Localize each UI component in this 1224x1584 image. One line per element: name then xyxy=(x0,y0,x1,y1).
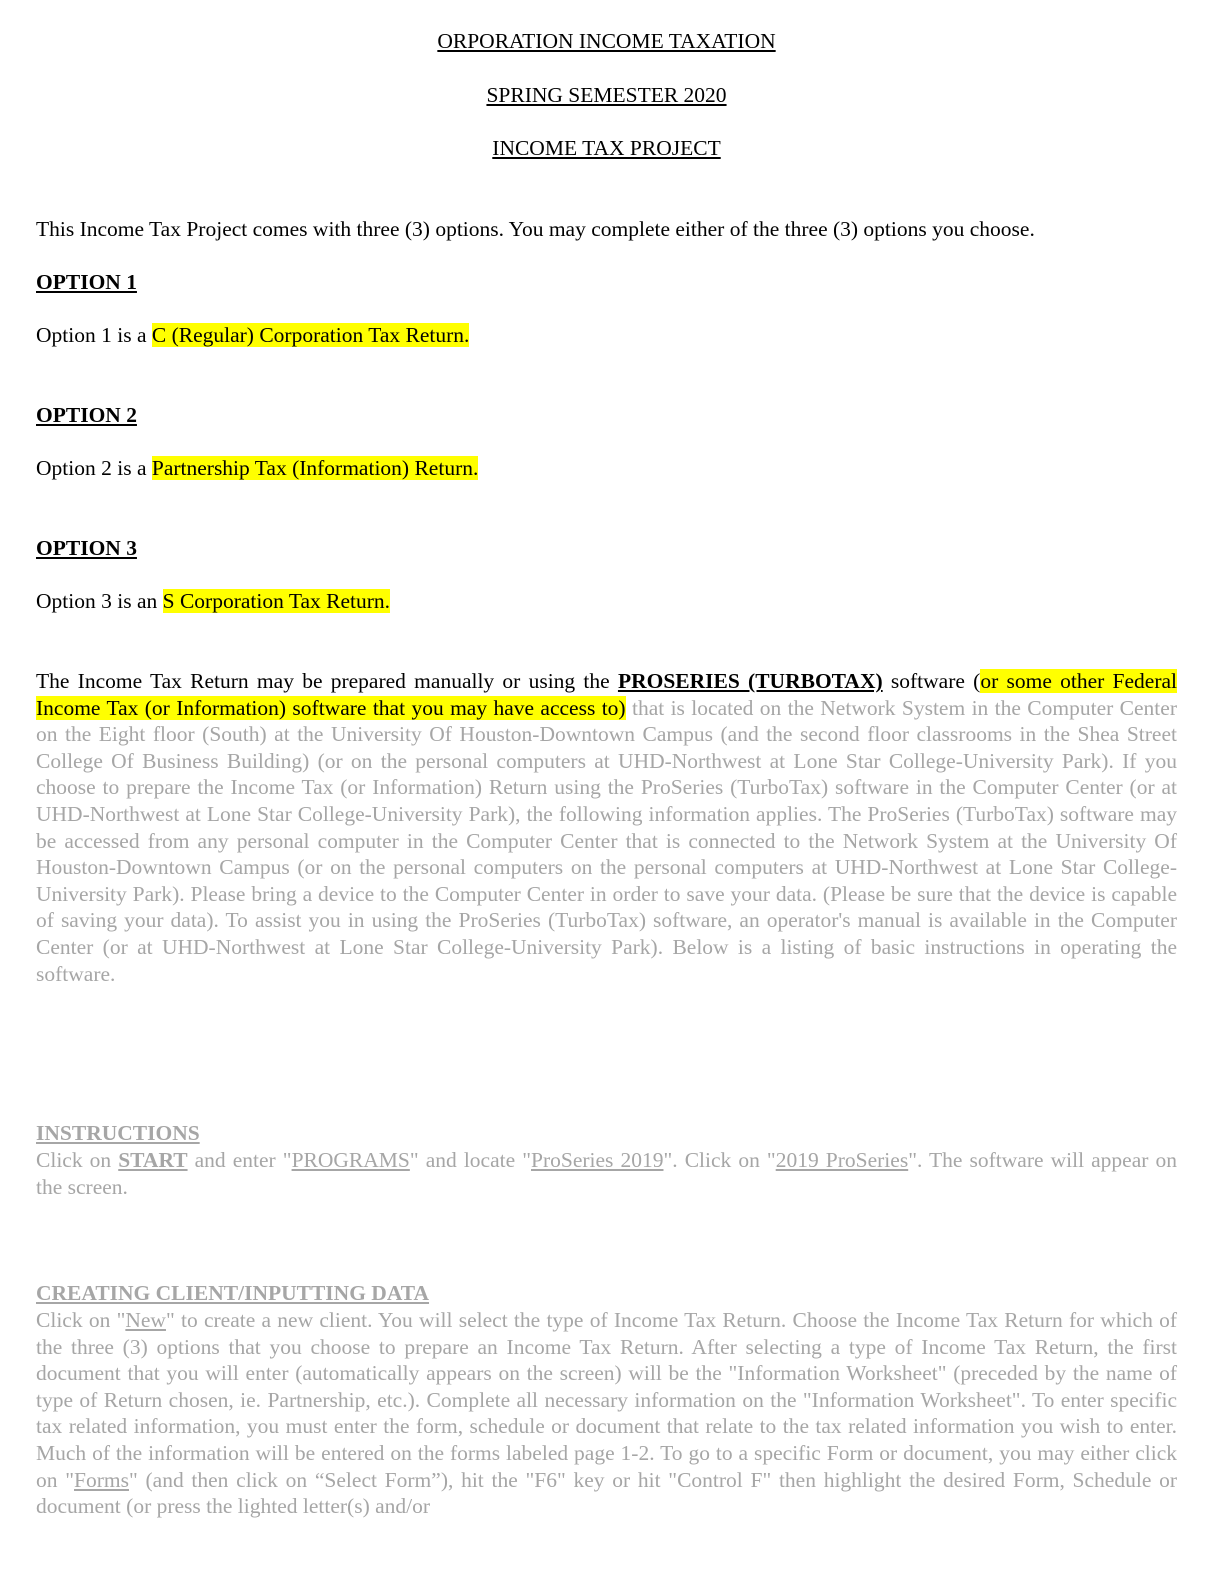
new-link[interactable]: New xyxy=(125,1308,166,1332)
software-paragraph: The Income Tax Return may be prepared ma… xyxy=(36,668,1178,987)
creating-text-1: Click on " xyxy=(36,1308,126,1332)
option-3-heading: OPTION 3 xyxy=(36,536,137,560)
option-1-prefix: Option 1 is a xyxy=(36,323,152,347)
instructions-text-2: and enter " xyxy=(187,1148,292,1172)
option-3-highlight: S Corporation Tax Return. xyxy=(162,589,391,613)
title-project: INCOME TAX PROJECT xyxy=(492,136,721,160)
option-2-text: Option 2 is a Partnership Tax (Informati… xyxy=(36,455,1177,482)
creating-text-2: " to create a new client. You will selec… xyxy=(36,1308,1177,1492)
option-2-heading: OPTION 2 xyxy=(36,403,137,427)
option-3-prefix: Option 3 is an xyxy=(36,589,163,613)
option-2-prefix: Option 2 is a xyxy=(36,456,152,480)
instructions-heading: INSTRUCTIONS xyxy=(36,1121,200,1145)
instructions-text-3: " and locate " xyxy=(409,1148,531,1172)
proseries-2019-link[interactable]: ProSeries 2019 xyxy=(531,1148,664,1172)
option-1-highlight: C (Regular) Corporation Tax Return. xyxy=(151,323,470,347)
software-text-a: The Income Tax Return may be prepared ma… xyxy=(36,669,618,693)
intro-paragraph: This Income Tax Project comes with three… xyxy=(36,217,1035,241)
creating-paragraph: Click on "New" to create a new client. Y… xyxy=(36,1307,1177,1520)
title-course: ORPORATION INCOME TAXATION xyxy=(437,29,776,53)
instructions-text-1: Click on xyxy=(36,1148,119,1172)
programs-link[interactable]: PROGRAMS xyxy=(291,1148,410,1172)
software-text-b: software ( xyxy=(882,669,981,693)
option-2-highlight: Partnership Tax (Information) Return. xyxy=(151,456,479,480)
creating-heading: CREATING CLIENT/INPUTTING DATA xyxy=(36,1281,430,1305)
creating-text-3: " (and then click on “Select Form”), hit… xyxy=(36,1467,1178,1519)
title-semester: SPRING SEMESTER 2020 xyxy=(486,83,727,107)
software-name: PROSERIES (TURBOTAX) xyxy=(617,669,883,693)
instructions-paragraph: Click on START and enter "PROGRAMS" and … xyxy=(36,1147,1177,1200)
option-1-text: Option 1 is a C (Regular) Corporation Ta… xyxy=(36,322,1177,349)
start-link[interactable]: START xyxy=(118,1148,188,1172)
forms-link[interactable]: Forms xyxy=(74,1467,129,1492)
option-3-text: Option 3 is an S Corporation Tax Return. xyxy=(36,588,1177,615)
2019-proseries-link[interactable]: 2019 ProSeries xyxy=(775,1148,909,1172)
instructions-text-4: ". Click on " xyxy=(663,1148,776,1172)
instructions-text-5: ". The software will appear on the scree… xyxy=(36,1148,1177,1199)
software-gray-text: that is located on the Network System in… xyxy=(36,695,1177,986)
option-1-heading: OPTION 1 xyxy=(36,270,137,294)
